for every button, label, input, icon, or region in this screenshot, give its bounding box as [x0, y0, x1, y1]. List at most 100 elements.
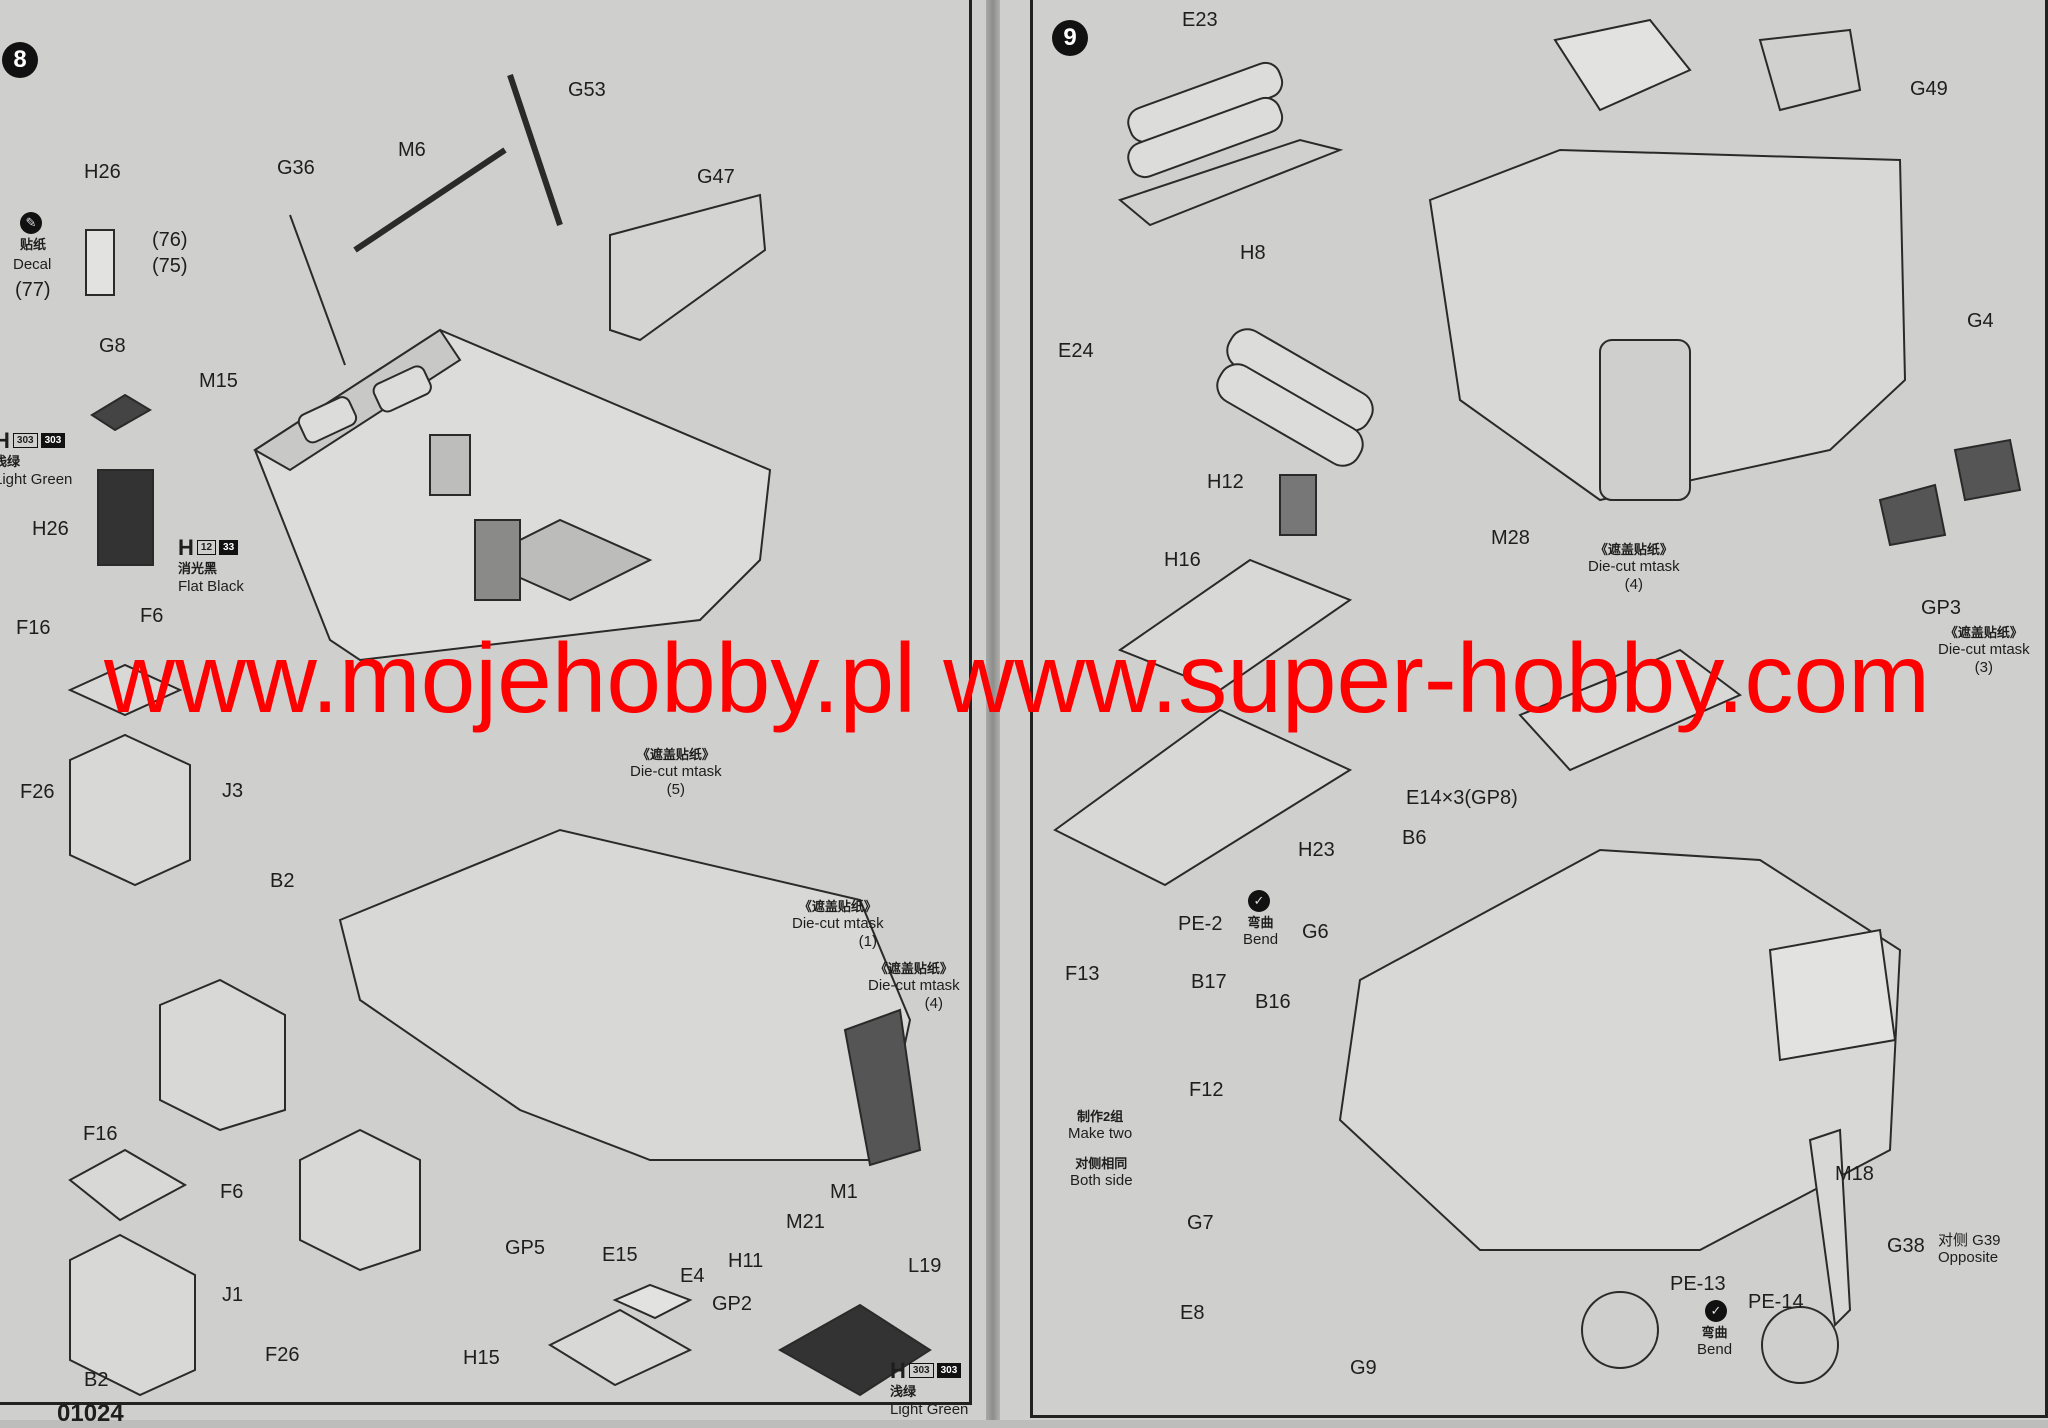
bend-icon: ✓ [1248, 890, 1270, 912]
part-label-h15: H15 [463, 1347, 500, 1369]
part-label-f12: F12 [1189, 1079, 1224, 1101]
part-label-m6: M6 [398, 139, 426, 161]
hull-upper-right-drawing [1428, 18, 1907, 502]
paint-name-cn: 浅绿 [0, 454, 21, 470]
part-label-j3: J3 [222, 780, 244, 802]
part-label-h26: H26 [84, 161, 121, 183]
paint-code: 303 [908, 1362, 934, 1379]
part-label-m28: M28 [1491, 527, 1530, 549]
note-text: Opposite [1938, 1249, 1999, 1267]
part-label-e24: E24 [1058, 340, 1094, 362]
part-label-e15: E15 [602, 1244, 638, 1266]
bend-instruction: 弯曲 Bend [1243, 914, 1278, 949]
part-label-e4: E4 [680, 1265, 705, 1287]
part-g36 [289, 214, 346, 366]
step-number-8: 8 [2, 42, 38, 78]
note-text: Make two [1068, 1125, 1133, 1143]
opposite-note: 对侧 G39 Opposite [1938, 1232, 2001, 1267]
paint-brand: H [0, 428, 10, 453]
die-cut-mask-callout-1: 《遮盖贴纸》 Die-cut mtask (1) [792, 898, 884, 950]
part-label-l19: L19 [908, 1255, 942, 1277]
part-label-b16: B16 [1255, 991, 1291, 1013]
part-label-e14: E14×3(GP8) [1406, 787, 1518, 809]
decal-label: Decal [13, 256, 52, 273]
part-label-b6: B6 [1402, 827, 1427, 849]
part-label-e23: E23 [1182, 9, 1218, 31]
mask-label: Die-cut mtask [792, 915, 884, 933]
part-label-m15: M15 [199, 370, 238, 392]
left-page-frame [0, 0, 972, 1405]
mask-label-cn: 《遮盖贴纸》 [636, 747, 715, 762]
part-label-m21: M21 [786, 1211, 825, 1233]
note-cn: 制作2组 [1076, 1109, 1124, 1124]
part-label-m1: M1 [830, 1181, 858, 1203]
part-label-h8: H8 [1240, 242, 1266, 264]
part-label-b17: B17 [1191, 971, 1227, 993]
mask-label: Die-cut mtask [1938, 641, 2030, 659]
part-label-h16: H16 [1164, 549, 1201, 571]
decal-icon: ✎ [20, 212, 42, 234]
part-label-pe13: PE-13 [1670, 1273, 1726, 1295]
part-label-g47: G47 [697, 166, 735, 188]
decal-label-cn: 贴纸 [20, 237, 47, 252]
mask-label: Die-cut mtask [630, 763, 722, 781]
part-label-g36: G36 [277, 157, 315, 179]
part-label-h26-lower: H26 [32, 518, 69, 540]
mask-number: (5) [666, 780, 686, 798]
decal-number-75: (75) [152, 255, 188, 277]
part-label-g49: G49 [1910, 78, 1948, 100]
note-cn: 对侧 G39 [1938, 1232, 2001, 1249]
paint-code: 303 [12, 432, 38, 449]
paint-code: 33 [219, 539, 239, 556]
die-cut-mask-callout-4-right: 《遮盖贴纸》 Die-cut mtask (4) [1588, 541, 1680, 593]
part-label-pe14: PE-14 [1748, 1291, 1804, 1313]
paint-name-cn: 浅绿 [890, 1384, 917, 1400]
part-label-gp3: GP3 [1921, 597, 1962, 619]
part-label-g8: G8 [99, 335, 126, 357]
part-label-f16-lower: F16 [83, 1123, 118, 1145]
part-label-f16: F16 [16, 617, 51, 639]
part-label-pe2: PE-2 [1178, 913, 1223, 935]
die-cut-mask-callout-5: 《遮盖贴纸》 Die-cut mtask (5) [630, 746, 722, 798]
mask-label-cn: 《遮盖贴纸》 [798, 899, 877, 914]
part-label-g6: G6 [1302, 921, 1329, 943]
paint-name: Flat Black [178, 577, 244, 595]
part-label-gp5: GP5 [505, 1237, 546, 1259]
part-label-f6: F6 [140, 605, 164, 627]
paint-code: 303 [40, 432, 66, 449]
paint-name-cn: 消光黑 [178, 561, 218, 577]
part-label-g9: G9 [1350, 1357, 1377, 1379]
decal-number-77: (77) [15, 279, 51, 301]
die-cut-mask-callout-4: 《遮盖贴纸》 Die-cut mtask (4) [868, 960, 960, 1012]
note-text: Both side [1070, 1172, 1133, 1190]
hull-interior-drawing [253, 193, 772, 662]
mask-number: (3) [1974, 658, 1994, 676]
part-label-f26: F26 [20, 781, 55, 803]
part-label-g7: G7 [1187, 1212, 1214, 1234]
part-label-f26-lower: F26 [265, 1344, 300, 1366]
mask-label-cn: 《遮盖贴纸》 [874, 961, 953, 976]
bend-label-cn: 弯曲 [1701, 1325, 1728, 1340]
part-label-m18: M18 [1835, 1163, 1874, 1185]
part-label-h23: H23 [1298, 839, 1335, 861]
paint-name: Light Green [0, 470, 73, 488]
part-label-g4: G4 [1967, 310, 1994, 332]
step-number-9: 9 [1052, 20, 1088, 56]
part-label-gp2: GP2 [712, 1293, 753, 1315]
bend-label: Bend [1243, 931, 1279, 949]
mask-number: (4) [924, 994, 944, 1012]
part-label-j1: J1 [222, 1284, 244, 1306]
make-two-note: 制作2组 Make two [1068, 1108, 1132, 1143]
right-page-frame [1030, 0, 2048, 1418]
part-label-g53: G53 [568, 79, 606, 101]
paint-name: Light Green [890, 1400, 969, 1418]
mask-label: Die-cut mtask [1588, 558, 1680, 576]
page-number: 01024 [57, 1400, 124, 1427]
part-label-e8: E8 [1180, 1302, 1205, 1324]
part-label-h12: H12 [1207, 471, 1244, 493]
paint-code: 12 [196, 539, 217, 556]
mask-label-cn: 《遮盖贴纸》 [1594, 542, 1673, 557]
